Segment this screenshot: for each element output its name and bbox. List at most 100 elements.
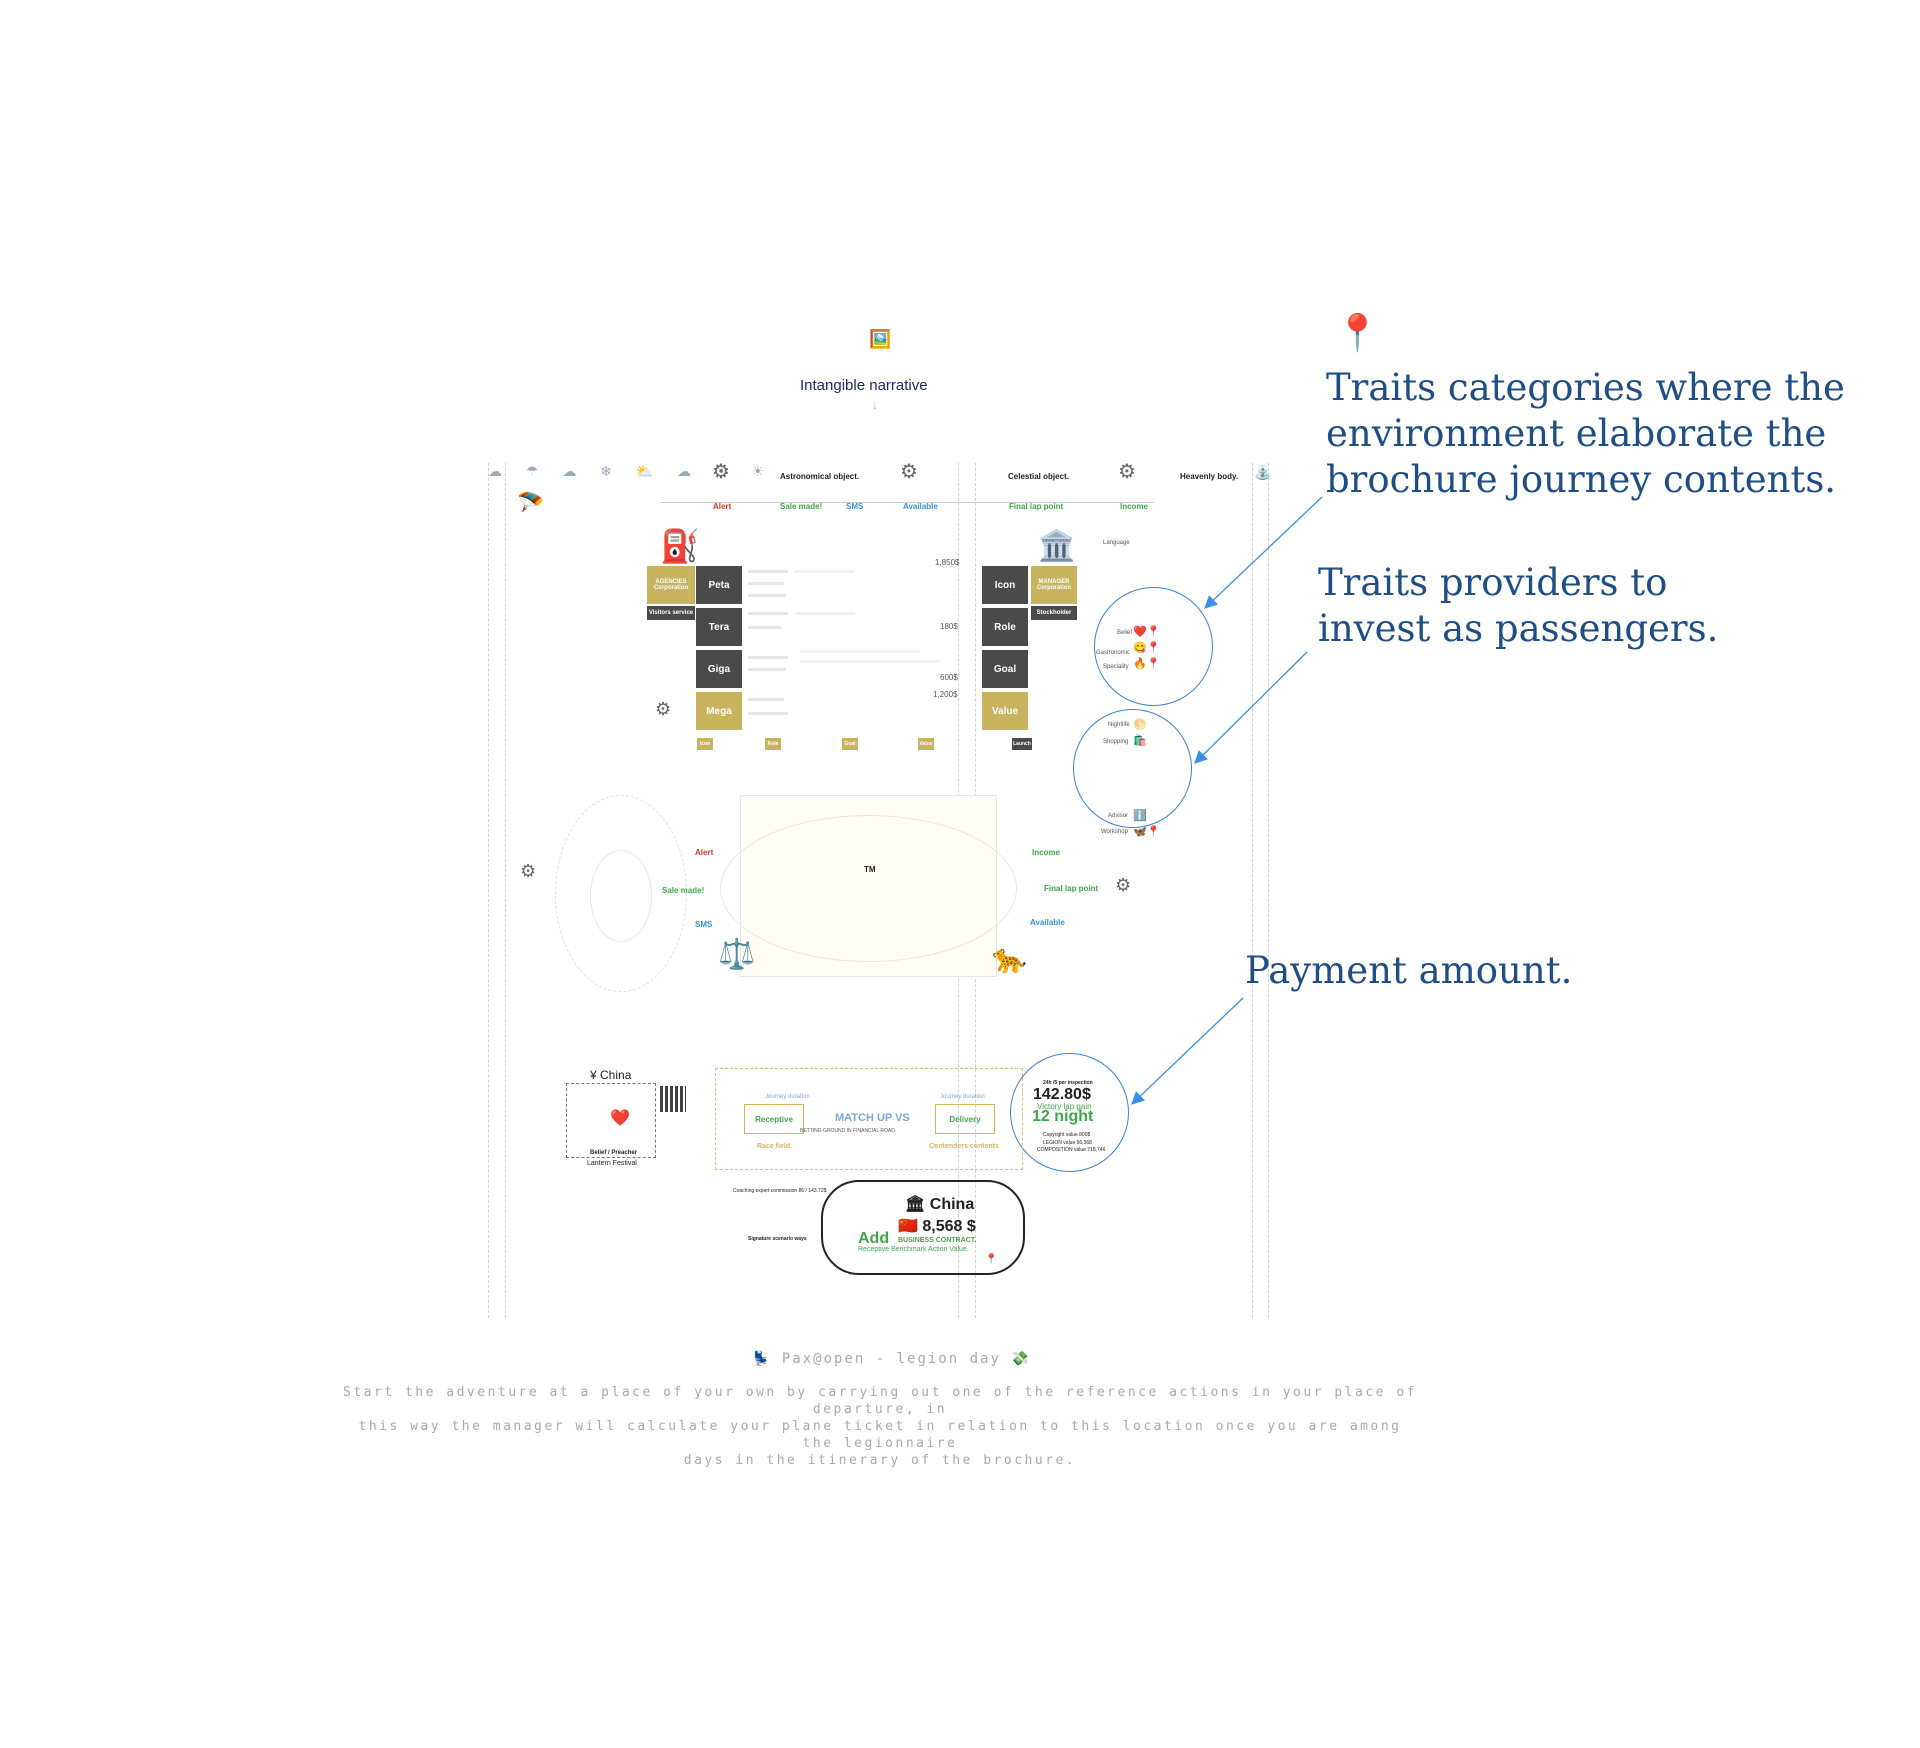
annotation-line: Traits providers to xyxy=(1318,561,1668,604)
list-item xyxy=(748,668,786,671)
tier-goal: Goal xyxy=(982,650,1028,688)
trait-language: Language xyxy=(1103,540,1130,546)
festival-line-2: Lantern Festival xyxy=(587,1160,637,1167)
page-title: Intangible narrative xyxy=(800,377,928,394)
bottom-tag-goal: Goal xyxy=(842,738,858,750)
list-item xyxy=(748,582,784,585)
gear-icon: ⚙ xyxy=(1118,461,1136,483)
contract-card xyxy=(821,1180,1025,1275)
list-item xyxy=(748,570,788,573)
contract-amount: 🇨🇳 8,568 $ xyxy=(898,1218,976,1235)
annotation-traits-categories: Traits categories where the environment … xyxy=(1326,365,1845,503)
list-item xyxy=(748,594,786,597)
annotation-line: invest as passengers. xyxy=(1318,607,1719,650)
seat-icon: 💺 xyxy=(752,1351,772,1367)
list-item xyxy=(795,570,855,573)
list-item xyxy=(800,650,920,653)
board-column-divider xyxy=(505,463,506,1318)
contenders-label: Contenders contents xyxy=(929,1143,1000,1150)
signature-line: Signature scenario ways xyxy=(748,1236,807,1242)
bottom-tag-launch: Launch xyxy=(1012,738,1032,750)
wheel-diagram xyxy=(555,795,687,992)
timeline-orbit xyxy=(720,815,1017,962)
tier-giga: Giga xyxy=(696,650,742,688)
wheel-right-income: Income xyxy=(1032,848,1061,857)
contract-amount-text: 8,568 $ xyxy=(922,1218,976,1235)
payment-amount-highlight xyxy=(1010,1053,1129,1172)
gear-icon: ⚙ xyxy=(520,861,537,881)
race-field-label: Race field. xyxy=(757,1143,793,1150)
wheel-left-sms: SMS xyxy=(695,920,713,929)
victory-lap-label: Victory lap gain xyxy=(1037,1102,1092,1111)
price-1: 1,850$ xyxy=(935,558,960,567)
receptive-box: Receptive xyxy=(744,1104,804,1134)
pin-icon: 📍 xyxy=(985,1254,998,1265)
journey-label-right: Journey duration xyxy=(940,1094,985,1100)
list-item xyxy=(795,612,855,615)
benchmark-label: Receptive Benchmark Action Value. xyxy=(858,1246,969,1253)
legion-value: LEGION value 66,368 xyxy=(1043,1140,1092,1146)
price-2: 180$ xyxy=(940,622,958,631)
arrow-traits-categories xyxy=(1204,496,1323,609)
fuel-pump-icon: ⛽ xyxy=(660,528,700,564)
tier-mega: Mega xyxy=(696,692,742,730)
wheel-right-available: Available xyxy=(1030,918,1065,927)
contract-country: 🏛 China xyxy=(905,1196,975,1213)
coaching-line: Coaching expert commission 86 / 143.72$ xyxy=(733,1188,827,1194)
journey-label-left: Journey duration xyxy=(765,1094,810,1100)
footer-title: 💺 Pax@open - legion day 💸 xyxy=(752,1351,1031,1367)
leopard-icon: 🐆 xyxy=(992,943,1027,974)
parachute-icon: 🪂 xyxy=(517,490,545,515)
tier-icon: Icon xyxy=(982,566,1028,604)
qr-code-icon xyxy=(660,1086,686,1112)
board-top-rule xyxy=(660,502,1154,503)
journey-panel xyxy=(715,1068,1023,1170)
gear-icon: ⚙ xyxy=(900,461,918,483)
bottom-tag-role: Role xyxy=(765,738,781,750)
trait-workshop: Workshop xyxy=(1101,829,1128,835)
footer-line: this way the manager will calculate your… xyxy=(358,1419,1402,1451)
visitors-service-block: Visitors service xyxy=(647,606,695,620)
bottom-tag-value: Value xyxy=(918,738,934,750)
wheel-right-final-lap: Final lap point xyxy=(1044,884,1099,893)
match-title: MATCH UP VS xyxy=(835,1112,910,1124)
traits-providers-highlight xyxy=(1073,709,1192,828)
board-column-divider xyxy=(1268,463,1269,1318)
footer-line: Start the adventure at a place of your o… xyxy=(343,1385,1417,1417)
traits-categories-highlight xyxy=(1094,587,1213,706)
round-pushpin-icon: 📍 xyxy=(1335,312,1380,353)
annotation-payment-amount: Payment amount. xyxy=(1245,949,1573,992)
annotation-line: environment elaborate the xyxy=(1326,412,1827,455)
column-alert: Alert xyxy=(713,502,732,511)
right-company-block: MANAGER Corporation xyxy=(1031,566,1077,604)
bottom-tag-icon: Icon xyxy=(697,738,713,750)
annotation-line: brochure journey contents. xyxy=(1326,458,1837,501)
tier-value: Value xyxy=(982,692,1028,730)
business-contract: BUSINESS CONTRACT. xyxy=(898,1237,977,1244)
bank-icon: 🏛️ xyxy=(1038,530,1076,563)
copyright-value: Copyright value 800$ xyxy=(1043,1132,1091,1138)
fountain-icon: ⛲ xyxy=(1254,464,1272,480)
annotation-line: Traits categories where the xyxy=(1326,366,1845,409)
weather-icons-row: ☁ ☂ ☁ ❄ ⛅ ☁ ☀ ☀ xyxy=(488,463,775,479)
arrow-payment-amount xyxy=(1131,997,1244,1105)
arrow-traits-providers xyxy=(1194,651,1308,764)
list-item xyxy=(748,712,788,715)
tier-tera: Tera xyxy=(696,608,742,646)
section-astronomical: Astronomical object. xyxy=(780,472,860,481)
ticket-card xyxy=(566,1083,656,1158)
gear-icon: ⚙ xyxy=(712,461,730,483)
price-4: 1,200$ xyxy=(933,690,958,699)
list-item xyxy=(748,698,784,701)
column-final-lap-point: Final lap point xyxy=(1009,502,1064,511)
board-column-divider xyxy=(488,463,489,1318)
contract-country-text: China xyxy=(929,1196,975,1213)
gear-icon: ⚙ xyxy=(1115,875,1132,895)
tier-role: Role xyxy=(982,608,1028,646)
column-sms: SMS xyxy=(846,502,864,511)
match-subtitle: BETTING GROUND IN FINANCIAL ROAD. xyxy=(800,1128,897,1134)
board-column-divider xyxy=(1252,463,1253,1318)
money-wings-icon: 💸 xyxy=(1011,1351,1031,1367)
heart-icon: ❤️ xyxy=(610,1110,630,1127)
